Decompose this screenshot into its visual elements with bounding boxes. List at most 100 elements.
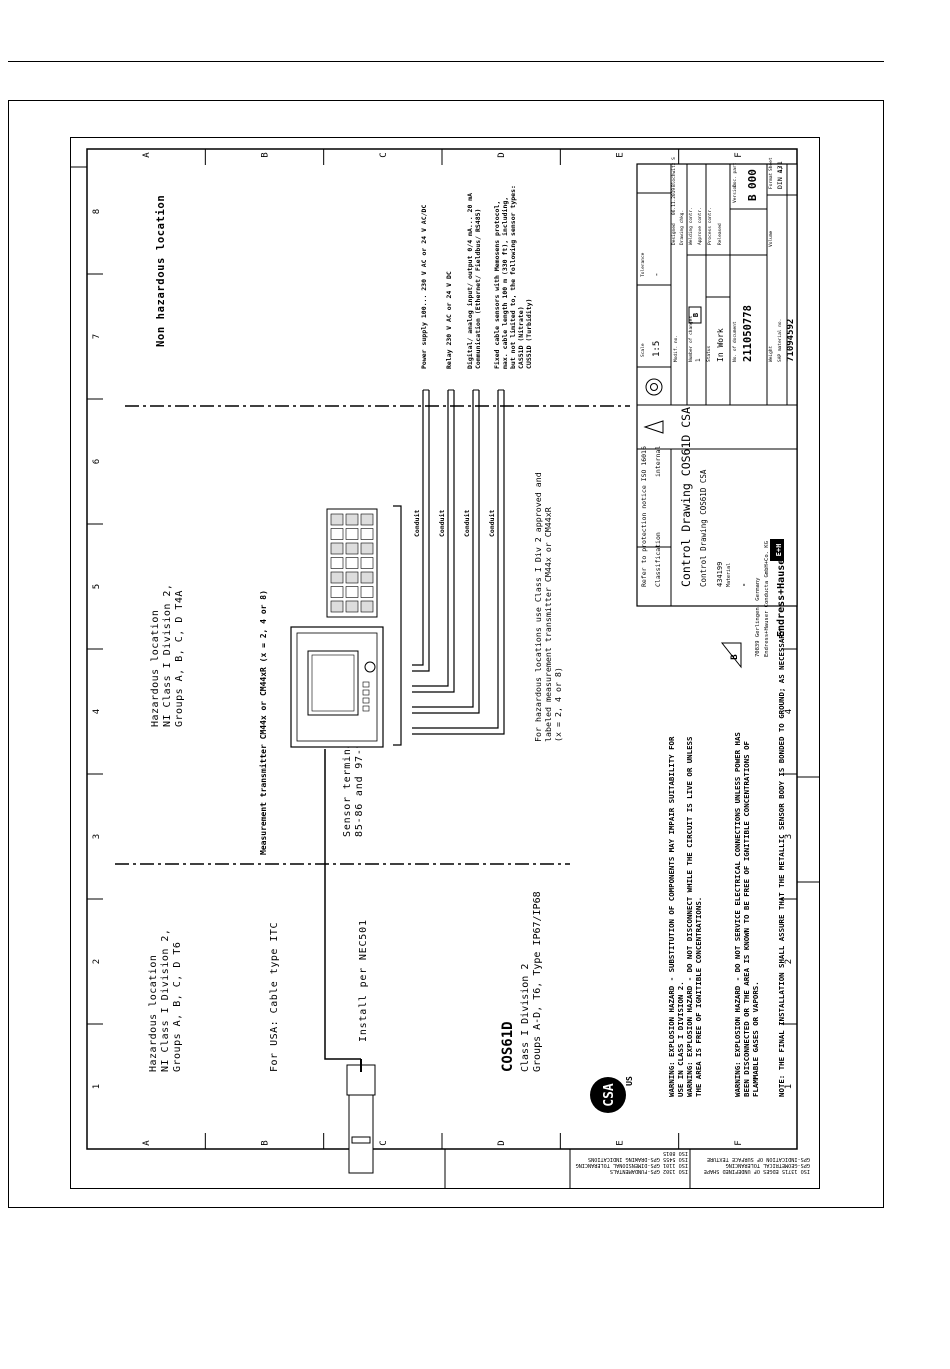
cable-type-note: For USA: Cable type ITC [269,922,280,1072]
digital-io-line: Digital/ analog input/ output 0/4 mA... … [466,193,474,369]
conduit-line [412,390,499,729]
changes-label: Number of changes [688,316,694,362]
warning-line: WARNING: EXPLOSION HAZARD - DO NOT DISCO… [685,737,694,1097]
conduit-line [412,390,430,672]
hazardous-mid-line: Hazardous location [150,610,161,727]
grid-number: 2 [92,959,102,964]
sheet-label: Sheet [768,157,774,171]
company-name: Endress+Hauser [776,553,787,637]
conduit-line [412,390,449,687]
warning-line: THE AREA IS FREE OF IGNITIBLE CONCENTRAT… [694,897,703,1097]
changes-value: 1 [695,358,702,362]
sap-value: 71094592 [786,319,796,362]
volume-label: Volume [768,230,774,247]
iso-block-left: ISO 8015 ISO 5455 GPS-DRAWING INDICATION… [576,1150,688,1174]
hazardous-left-line: NI Class I Division 2, [160,929,171,1072]
module-slot [360,571,374,584]
transmitter-label: Measurement transmitter CM44x or CM44xR … [258,590,268,855]
soft-key [362,689,370,696]
revision-triangle [720,642,742,669]
grid-letter: C [379,1140,389,1145]
grid-letter: B [261,1140,271,1145]
scale-value: 1:5 [652,341,662,357]
eh-logo-box [770,539,784,561]
iso-notes: ISO 8015 ISO 5455 GPS-DRAWING INDICATION… [569,1149,810,1189]
version-label: Version [732,184,738,203]
sensor-rating-line: Groups A-D, T6, Type IP67/IP68 [532,891,543,1072]
version-value: B [746,194,759,201]
conduit-label: Conduit [413,510,421,537]
power-supply-label: Power supply 100... 230 V AC or 24 V AC/… [420,205,428,369]
sensor-terminals-line: 85-86 and 97-98 [354,735,365,837]
div2-note-line: (x = 2, 4 or 8) [553,667,563,742]
sensor-rating: Class I Division 2 Groups A-D, T6, Type … [520,891,543,1072]
status-value: In Work [716,328,725,362]
transmitter-front-view [290,626,384,748]
iso-line: ISO 1302 GPS-FUNDAMENTALS [610,1168,688,1174]
welding-label: Welding contr. [688,207,694,245]
csa-logo-disc [590,1077,626,1113]
fixed-cable-line: max. cable length 100 m (330 ft), includ… [501,197,509,369]
sensor-cable [324,749,361,1060]
warning-line: NOTE: THE FINAL INSTALLATION SHALL ASSUR… [777,629,786,1097]
material-label: Material [726,563,732,587]
module-slot [360,513,374,526]
module-slot [345,542,359,555]
module-slot [330,513,344,526]
soft-key [362,697,370,704]
csa-us-text: US [625,1076,634,1086]
sensor-terminals-label: Sensor terminals 85-86 and 97-98 [342,728,365,837]
projection-symbol-icon [650,383,658,391]
drawing-sheet: AABBCCDDEEFF1122334455667788 Non hazardo… [70,137,820,1189]
fixed-cable-line: CUS51D (Turbidity) [525,299,533,369]
hazardous-left-label: Hazardous location NI Class I Division 2… [148,929,183,1072]
fixed-cable-sensors-label: Fixed cable sensors with Memosens protoc… [493,185,533,369]
hazardous-left-line: Groups A, B, C, D T6 [172,942,183,1072]
grid-number: 1 [92,1084,102,1089]
doc-no-label: No. of document [732,321,738,362]
drawing-number: 434199 [716,562,724,587]
approve-label: Approve contr. [697,207,703,245]
cos61d-sensor [346,1059,376,1174]
relay-label: Relay 230 V AC or 24 V DC [445,271,453,369]
projection-cone-icon [643,420,664,434]
div2-note-line: labeled measurement transmitter CM44x or… [543,507,553,742]
module-slot [360,542,374,555]
grid-ticks [87,149,797,1149]
fixed-cable-line: but not limited to, the following sensor… [509,185,517,369]
format-value: DIN A3 [776,165,784,189]
soft-key [362,705,370,712]
warning-line: FLAMMABLE GASES OR VAPORS. [751,981,760,1097]
rev-box-text: B [692,313,700,317]
grid-number: 5 [92,584,102,589]
grid-letter: B [261,152,271,157]
outer-frame [8,100,884,1208]
weight-label: Weight [768,345,774,362]
revision-mark-text: B [730,654,740,660]
module-slot [360,600,374,613]
hazardous-mid-label: Hazardous location NI Class I Division 2… [150,584,185,727]
sensor-body [348,1094,374,1174]
protection-notice: Refer to protection notice ISO 16016 [640,446,648,587]
conduit-line [412,390,505,735]
grid-number: 4 [784,709,794,714]
non-hazardous-label: Non hazardous location [155,195,167,347]
doc-no-value: 211050778 [742,305,754,362]
csa-logo-text: CSA [602,1083,617,1107]
module-slot [345,600,359,613]
transmitter-screen [311,654,355,712]
conduit-label: Conduit [463,510,471,537]
grid-letter: C [379,152,389,157]
sensor-band [351,1136,371,1144]
designed-label: Designed [671,223,677,245]
module-slot [330,528,344,540]
conduit-line [412,390,424,666]
module-slot [345,571,359,584]
doc-part-label: Doc. part [732,162,738,187]
module-slot [345,528,359,540]
module-slot [345,513,359,526]
sheet-value: 1/1 [776,161,784,173]
grid-letter: D [497,152,507,157]
classification-label: Classification [654,532,662,587]
warning-line: BEEN DISCONNECTED OR THE AREA IS KNOWN T… [742,740,751,1097]
